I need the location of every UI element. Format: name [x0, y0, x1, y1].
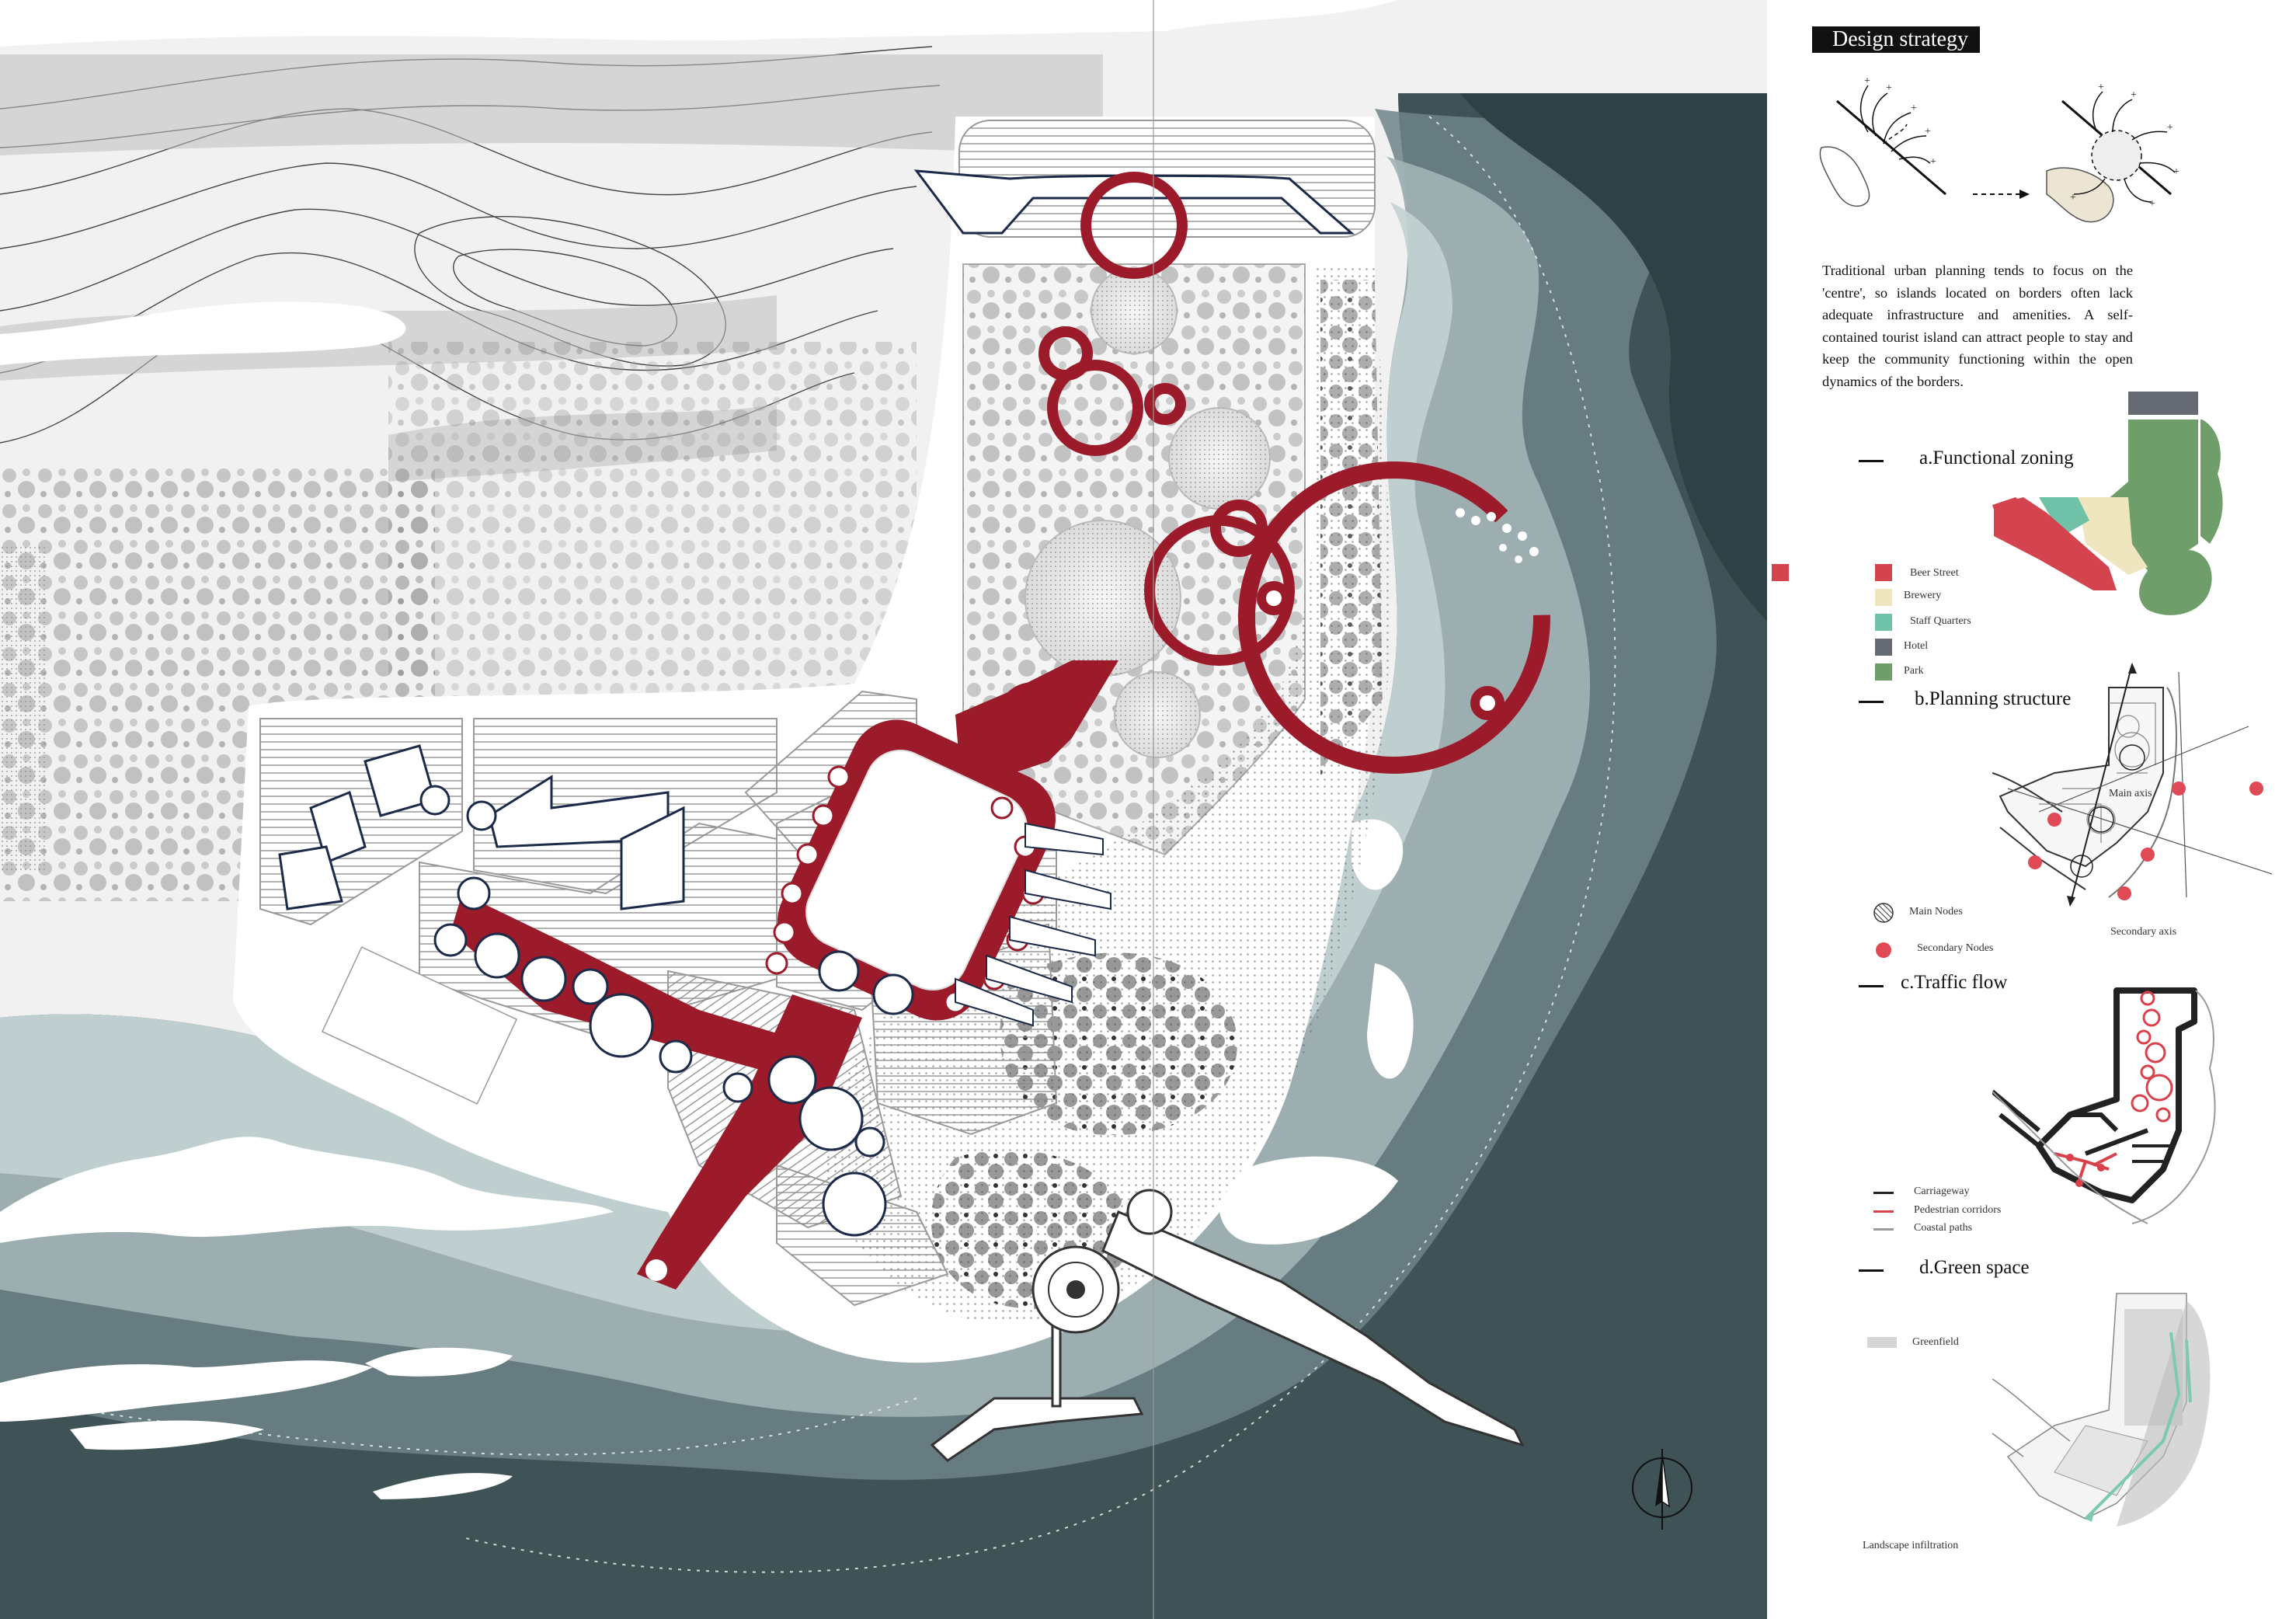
- legend-swatch-brewery: [1875, 589, 1892, 606]
- legend-swatch-park: [1875, 663, 1892, 681]
- design-strategy-title: Design strategy: [1812, 26, 1980, 53]
- svg-text:+: +: [1864, 75, 1870, 87]
- traffic-flow-map: [1992, 987, 2216, 1224]
- section-dash-c: [1859, 985, 1884, 987]
- section-dash-d: [1859, 1269, 1884, 1272]
- section-dash-b: [1859, 701, 1884, 703]
- legend-label-hotel: Hotel: [1904, 640, 1929, 652]
- svg-text:+: +: [2131, 89, 2137, 101]
- main-node-hatch-icon: [1873, 903, 1894, 923]
- legend-swatch-greenfield: [1867, 1337, 1897, 1348]
- legend-swatch-beer-street-color: [1772, 564, 1789, 581]
- strategy-panel: Design strategy + + + + +: [1767, 0, 2296, 1619]
- green-space-title: d.Green space: [1919, 1257, 2030, 1278]
- svg-text:+: +: [2149, 198, 2155, 210]
- svg-text:+: +: [2173, 166, 2179, 178]
- legend-line-carriageway: [1873, 1192, 1894, 1194]
- main-axis-label: Main axis: [2109, 788, 2152, 799]
- legend-label-park: Park: [1904, 665, 1924, 677]
- north-arrow-icon: [1632, 1449, 1692, 1530]
- legend-label-main-nodes: Main Nodes: [1909, 906, 1963, 917]
- landscape-infiltration-caption: Landscape infiltration: [1863, 1540, 1959, 1551]
- legend-label-brewery: Brewery: [1904, 590, 1942, 601]
- strategy-paragraph: Traditional urban planning tends to focu…: [1822, 263, 2133, 389]
- svg-text:+: +: [2070, 192, 2076, 204]
- svg-text:+: +: [1930, 156, 1936, 168]
- legend-swatch-staff-quarters: [1875, 614, 1892, 631]
- svg-text:+: +: [1886, 82, 1892, 94]
- functional-zoning-map: [1992, 392, 2223, 615]
- section-dash-a: [1859, 460, 1884, 462]
- legend-label-staff-quarters: Staff Quarters: [1910, 615, 1971, 627]
- legend-label-carriageway: Carriageway: [1914, 1186, 1970, 1197]
- green-space-map: [1992, 1293, 2211, 1527]
- secondary-axis-label: Secondary axis: [2110, 926, 2177, 938]
- legend-label-greenfield: Greenfield: [1912, 1336, 1959, 1348]
- planning-structure-title: b.Planning structure: [1915, 688, 2072, 709]
- site-plan: [0, 0, 1767, 1619]
- legend-line-pedestrian: [1873, 1210, 1894, 1213]
- legend-label-beer-street: Beer Street: [1910, 567, 1959, 579]
- svg-text:+: +: [1925, 126, 1931, 138]
- svg-text:+: +: [1911, 103, 1917, 114]
- svg-text:+: +: [2167, 122, 2173, 134]
- traffic-flow-title: c.Traffic flow: [1901, 972, 2008, 993]
- functional-zoning-title: a.Functional zoning: [1919, 447, 2074, 468]
- legend-label-pedestrian-corridors: Pedestrian corridors: [1914, 1204, 2002, 1216]
- strategy-concept-diagram: + + + + + + + + + + +: [1819, 75, 2179, 223]
- secondary-node-dot-icon: [1876, 942, 1891, 958]
- legend-label-coastal-paths: Coastal paths: [1914, 1222, 1973, 1234]
- legend-label-secondary-nodes: Secondary Nodes: [1917, 942, 1994, 954]
- planning-structure-map: [1992, 663, 2273, 907]
- legend-swatch-hotel: [1875, 639, 1892, 656]
- legend-line-coastal-paths: [1873, 1228, 1894, 1231]
- legend-swatch-beer-street: [1875, 564, 1892, 581]
- svg-text:+: +: [2098, 82, 2104, 93]
